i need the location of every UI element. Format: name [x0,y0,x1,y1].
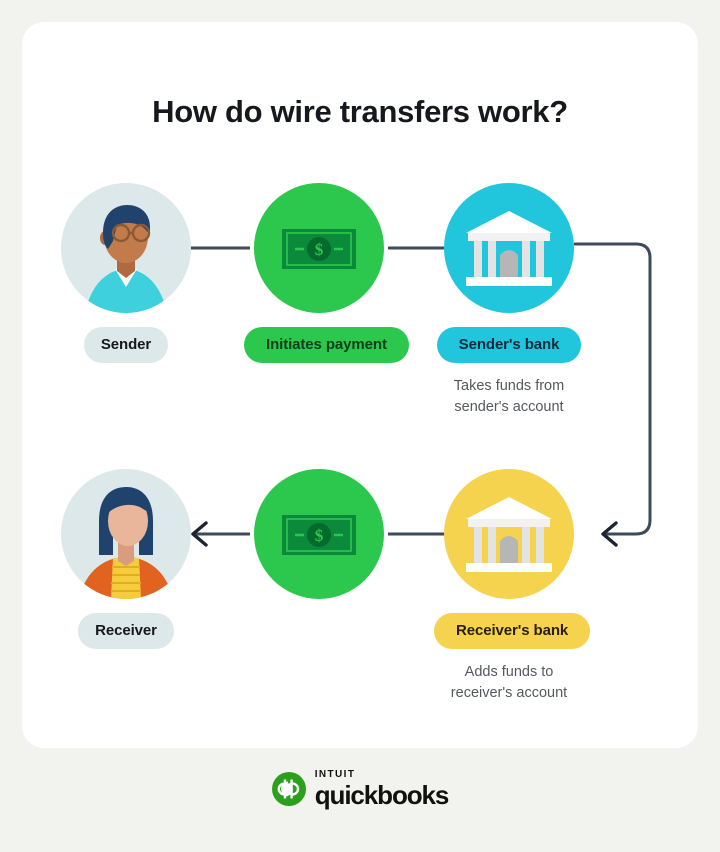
sender-label: Sender [83,327,169,363]
quickbooks-logo-icon [271,772,306,806]
node-initiates-payment: $ Initiates payment [244,183,409,363]
svg-text:$: $ [315,240,324,259]
connector-banks-loop [574,242,652,536]
initiates-payment-label: Initiates payment [244,327,409,363]
sender-avatar [61,183,191,313]
node-senders-bank: Sender's bank Takes funds from sender's … [434,183,584,418]
node-receiver: Receiver [51,469,201,649]
receivers-bank-circle [444,469,574,599]
money-circle-top: $ [254,183,384,313]
senders-bank-caption: Takes funds from sender's account [453,378,565,416]
senders-bank-circle [444,183,574,313]
receivers-bank-label: Receiver's bank [434,613,591,649]
page-title: How do wire transfers work? [152,94,568,129]
money-circle-bottom: $ [254,469,384,599]
receiver-label: Receiver [78,613,174,649]
person-avatar-icon [79,487,173,599]
senders-bank-label: Sender's bank [436,327,582,363]
banknote-dollar-icon: $ [282,515,356,555]
bank-building-icon [466,497,552,572]
bank-building-icon [466,211,552,286]
banknote-dollar-icon: $ [282,229,356,269]
brand-footer: INTUIT quickbooks [0,770,720,808]
receiver-avatar [61,469,191,599]
receivers-bank-caption: Adds funds to receiver's account [450,664,568,702]
arrowhead-left-loop [601,521,618,547]
infographic-card: How do wire transfers work? [22,22,698,748]
node-receivers-bank: Receiver's bank Adds funds to receiver's… [434,469,591,704]
node-sender: Sender [51,183,201,363]
person-avatar-icon [85,205,167,313]
brand-quickbooks-text: quickbooks [314,780,450,810]
node-transfers-payment: $ [244,469,394,599]
svg-text:$: $ [315,526,324,545]
brand-intuit-text: INTUIT [314,769,356,780]
brand-wordmark: INTUIT quickbooks [314,769,450,810]
qb-monogram-icon [277,779,299,799]
